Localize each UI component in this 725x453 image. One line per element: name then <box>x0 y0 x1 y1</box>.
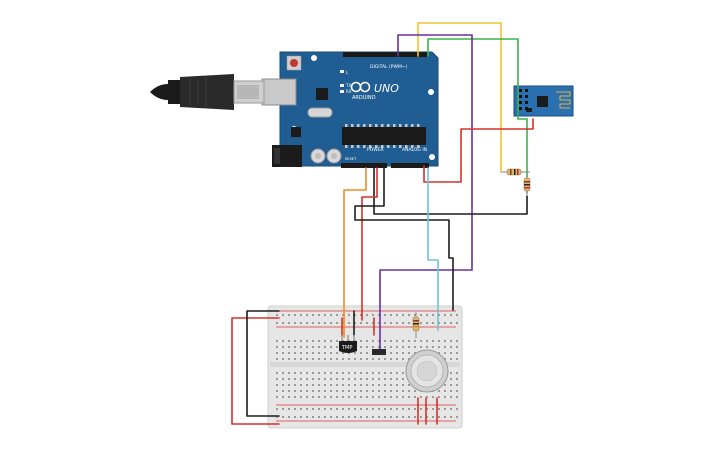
esp-chip-small <box>526 108 532 112</box>
gas-sensor-icon[interactable] <box>405 349 449 393</box>
slide-switch[interactable] <box>372 349 386 355</box>
brand-label: ARDUINO <box>352 95 376 101</box>
mounting-hole <box>428 89 434 95</box>
wire-red-mid[interactable] <box>361 167 378 321</box>
mounting-hole <box>429 154 435 160</box>
resistor-icon[interactable] <box>412 312 420 338</box>
power-header[interactable] <box>341 163 387 168</box>
wifi-module-icon[interactable] <box>513 85 574 117</box>
atmega-chip-pins <box>345 124 420 148</box>
model-label: UNO <box>374 82 399 95</box>
crystal-oscillator <box>307 107 333 118</box>
resistor-icon[interactable] <box>501 168 530 176</box>
breadboard[interactable] <box>267 305 463 429</box>
led-rx-label: RX <box>346 89 352 94</box>
breadboard-center-channel <box>270 362 460 367</box>
digital-header[interactable] <box>343 52 427 57</box>
led-tx-label: TX <box>345 83 351 88</box>
led-tx <box>340 84 344 87</box>
analog-header-label: ANALOG IN <box>402 147 427 153</box>
esp-header-pins[interactable] <box>519 89 528 110</box>
usb-cable-icon[interactable] <box>150 74 265 110</box>
power-jack-icon[interactable] <box>272 145 302 167</box>
wire-orange[interactable] <box>343 167 367 338</box>
temperature-sensor-icon[interactable]: TMP <box>339 335 357 353</box>
mounting-hole <box>311 55 317 61</box>
digital-header-label: DIGITAL (PWM~) <box>370 64 408 70</box>
led-l <box>340 70 344 73</box>
resistor-icon[interactable] <box>523 175 531 196</box>
wire-black-mid[interactable] <box>354 167 454 311</box>
power-header-label: POWER <box>367 147 384 153</box>
arduino-logo-icon <box>350 81 371 93</box>
wire-purple-top[interactable] <box>379 34 473 350</box>
wire-black-top[interactable] <box>373 167 528 215</box>
wire-black-left[interactable] <box>246 310 280 417</box>
reset-button-icon[interactable] <box>286 55 302 71</box>
voltage-regulator <box>291 127 301 137</box>
usb-chip <box>316 88 328 100</box>
wire-red-top[interactable] <box>423 118 534 183</box>
usb-port[interactable] <box>261 78 297 106</box>
breadboard-holes <box>276 314 458 418</box>
wire-red-left[interactable] <box>231 317 280 425</box>
capacitors <box>310 148 342 164</box>
arduino-uno-board[interactable]: L TX RX ARDUINO UNO DIGITAL (PWM~) POWER… <box>261 51 439 168</box>
led-rx <box>340 90 344 93</box>
reset-pin-label: RESET <box>345 157 357 161</box>
analog-header[interactable] <box>391 163 429 168</box>
esp-chip <box>537 96 548 107</box>
wire-green[interactable] <box>427 38 528 194</box>
sensor-label: TMP <box>341 345 352 351</box>
wire-yellow[interactable] <box>417 22 502 173</box>
led-l-label: L <box>346 70 349 75</box>
wires[interactable] <box>231 22 534 425</box>
wire-cyan[interactable] <box>427 167 439 331</box>
atmega-chip <box>342 127 426 145</box>
